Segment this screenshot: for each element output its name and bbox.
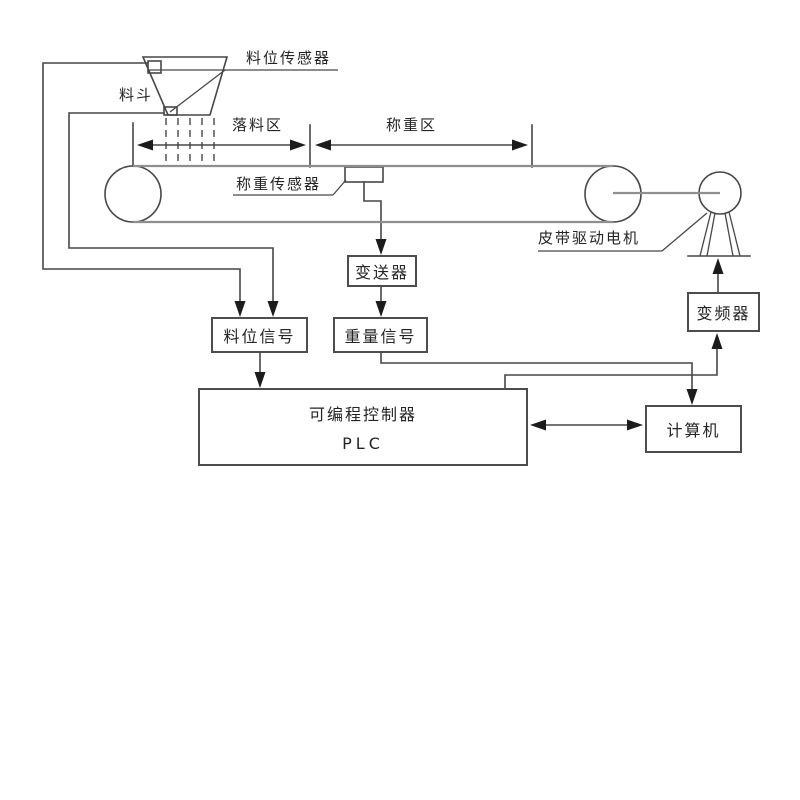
weight-signal-box-label: 重量信号 xyxy=(344,327,417,346)
falling-material-dashes xyxy=(165,118,215,164)
level-sensor-probe xyxy=(147,60,162,74)
motor-symbol xyxy=(687,171,751,257)
level-signal-box-label: 料位信号 xyxy=(223,327,296,346)
transmitter-box-label: 变送器 xyxy=(354,263,409,282)
weight-sensor-label: 称重传感器 xyxy=(236,175,322,193)
diagram-linework xyxy=(42,56,751,426)
inverter-box: 变频器 xyxy=(687,292,760,332)
belt-drive-motor-label: 皮带驱动电机 xyxy=(538,229,641,247)
conveyor-belt xyxy=(133,164,720,224)
left-roller xyxy=(104,165,162,223)
hopper-label: 料斗 xyxy=(119,86,154,104)
plc-box-subtitle: PLC xyxy=(342,434,384,453)
level-signal-box: 料位信号 xyxy=(211,317,308,353)
drop-zone-label: 落料区 xyxy=(232,116,284,134)
computer-box: 计算机 xyxy=(645,405,742,453)
plc-box-title: 可编程控制器 xyxy=(308,405,417,424)
signal-connectors xyxy=(42,62,719,426)
weighing-zone-label: 称重区 xyxy=(386,116,438,134)
transmitter-box: 变送器 xyxy=(347,255,417,287)
level-sensor-label: 料位传感器 xyxy=(246,49,332,67)
weight-signal-box: 重量信号 xyxy=(333,317,428,353)
hopper-shape xyxy=(141,56,338,116)
plc-box: 可编程控制器 PLC xyxy=(198,388,528,466)
inverter-box-label: 变频器 xyxy=(696,304,751,323)
computer-box-label: 计算机 xyxy=(666,421,721,440)
dimension-lines xyxy=(132,122,533,168)
arrowheads xyxy=(137,139,724,431)
load-cell xyxy=(344,166,384,241)
label-leaders xyxy=(233,179,708,252)
